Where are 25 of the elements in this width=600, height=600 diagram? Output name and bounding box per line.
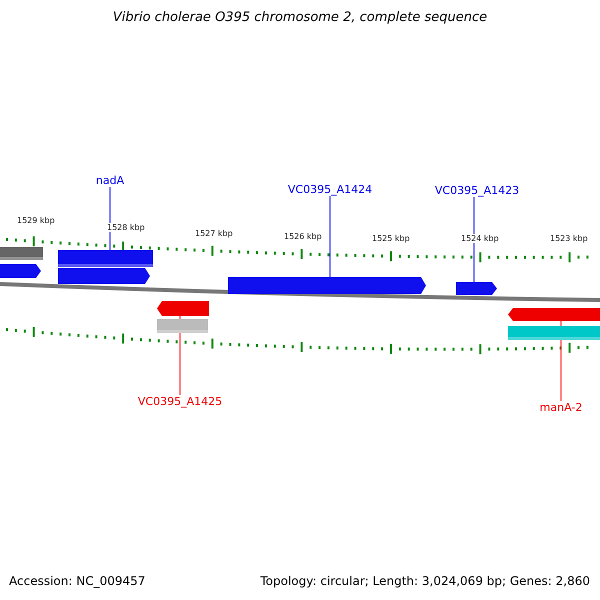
gene-feature (508, 308, 600, 321)
gene-label: VC0395_A1423 (434, 184, 520, 197)
gene-feature (456, 282, 497, 295)
scale-label: 1524 kbp (461, 234, 499, 243)
scale-label: 1526 kbp (284, 232, 322, 241)
gene-feature (157, 301, 209, 316)
gene-feature (0, 264, 41, 278)
gene-feature (508, 326, 600, 340)
gene-feature (0, 247, 43, 260)
scale-label: 1527 kbp (195, 229, 233, 238)
gene-feature (228, 277, 426, 294)
accession-text: Accession: NC_009457 (9, 574, 146, 588)
scale-label: 1525 kbp (372, 234, 410, 243)
scale-label: 1523 kbp (550, 234, 588, 243)
scale-label: 1529 kbp (17, 216, 55, 225)
gene-label: VC0395_A1425 (138, 395, 222, 408)
scale-label: 1528 kbp (107, 223, 145, 232)
gene-feature (157, 319, 208, 333)
gene-label: nadA (96, 174, 124, 187)
gene-feature (58, 250, 153, 267)
gene-label: VC0395_A1424 (288, 183, 372, 196)
summary-text: Topology: circular; Length: 3,024,069 bp; Genes: 2,860 (260, 574, 590, 588)
title: Vibrio cholerae O395 chromosome 2, complete sequence (112, 10, 488, 25)
gene-feature (58, 268, 150, 284)
gene-label: manA-2 (540, 401, 582, 414)
